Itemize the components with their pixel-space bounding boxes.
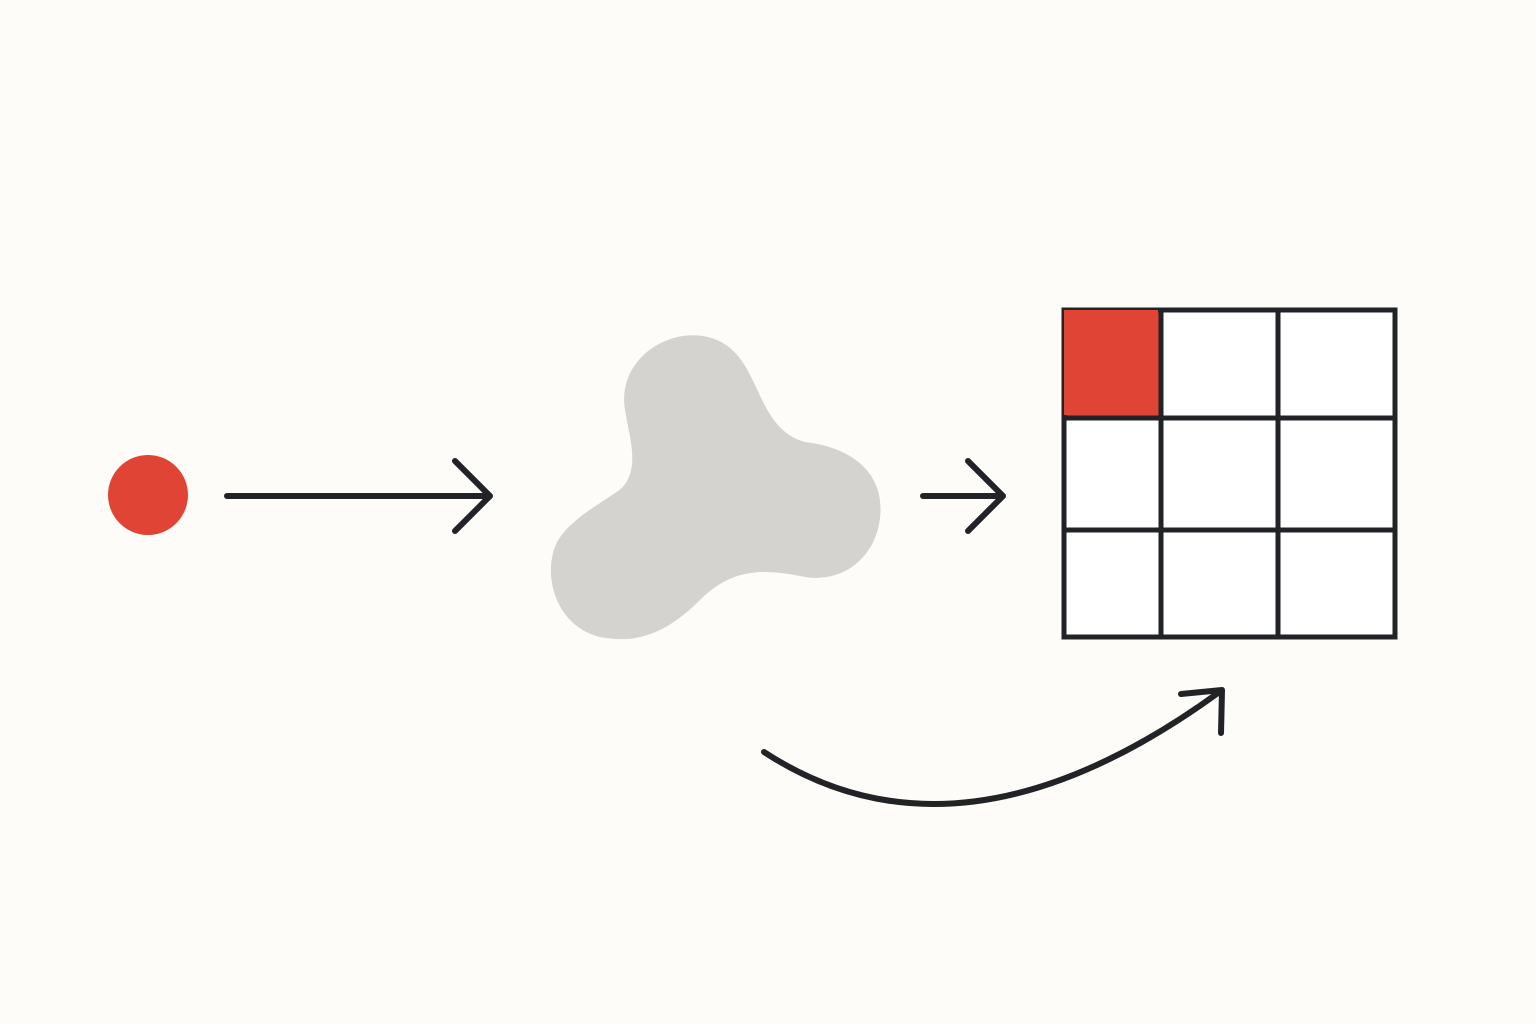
gray-blob-icon [550,335,881,640]
grid-3x3 [1061,307,1398,640]
grid-cell [1158,307,1281,421]
grid-cell [1275,527,1398,640]
grid-cell-highlight-fill [1064,310,1158,415]
grid-cell [1061,527,1164,640]
grid-cell [1061,415,1164,533]
red-dot-icon [108,455,188,535]
grid-cell [1158,415,1281,533]
grid-cell [1275,307,1398,421]
grid-cell [1275,415,1398,533]
arrow-right-long [224,458,493,534]
grid-cell [1158,527,1281,640]
curved-arrow-up-right [761,687,1225,807]
arrow-right-short [920,458,1006,534]
